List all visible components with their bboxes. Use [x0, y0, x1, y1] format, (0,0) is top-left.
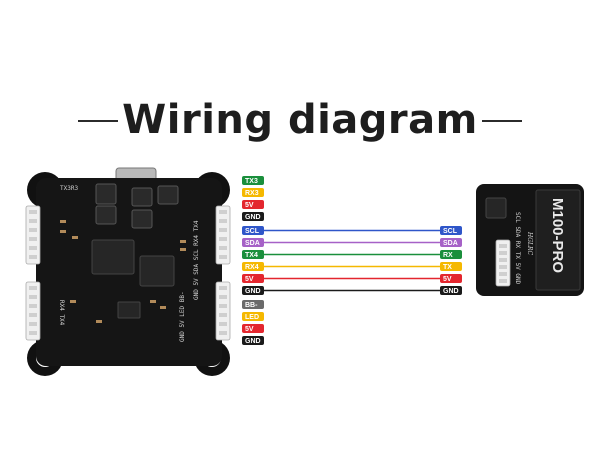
gps-chip [485, 197, 507, 219]
gps-pad-rx: RX [440, 250, 462, 259]
gps-brand: HGLRC [526, 231, 533, 256]
gps-pad-scl-bg [440, 226, 462, 235]
fc-pad-bottom-led-bg [242, 312, 264, 321]
fc-pad-top-rx3-bg [242, 188, 264, 197]
gps-pad-scl-text: SCL [443, 228, 458, 235]
fc-pad-mid-gnd: GND [242, 286, 264, 295]
gps-pad-5v: 5V [440, 274, 462, 283]
fc-pad-top-gnd: GND [242, 212, 264, 221]
gps-pad-labels: SCL SDA RX TX 5V GND [440, 226, 462, 295]
silk-top: TX3R3 [60, 185, 78, 192]
fc-pad-bottom-5v: 5V [242, 324, 264, 333]
osd-chip [139, 255, 175, 287]
gps-pad-sda-bg [440, 238, 462, 247]
gps-module: M100-PRO HGLRC SCL SDA RX TX 5V GND [476, 184, 584, 296]
fc-pad-top-gnd-bg [242, 212, 264, 221]
flight-controller-board: TX3R3 RX4 TX4 GND 5V SDA SCL RX4 TX4 GND… [25, 167, 231, 376]
fc-pad-bottom-led-text: LED [245, 314, 259, 321]
fc-pad-mid-rx4-bg [242, 262, 264, 271]
fc-pad-mid-sda: SDA [242, 238, 264, 247]
title-block: Wiring diagram [0, 96, 600, 144]
mcu-chip [91, 239, 135, 275]
title-left-rule [78, 120, 118, 122]
gps-pad-scl: SCL [440, 226, 462, 235]
fc-pad-bottom-5v-bg [242, 324, 264, 333]
gps-pad-tx-text: TX [443, 264, 452, 271]
fc-pad-bottom-gnd-bg [242, 336, 264, 345]
gps-pad-sda-text: SDA [443, 240, 458, 247]
gps-pad-tx-bg [440, 262, 462, 271]
gps-pad-rx-bg [440, 250, 462, 259]
fc-pad-mid-sda-bg [242, 238, 264, 247]
fc-pad-top-tx3-bg [242, 176, 264, 185]
inductor-4 [157, 185, 179, 205]
fc-pad-mid-scl-text: SCL [245, 228, 260, 235]
fc-pad-top-tx3: TX3 [242, 176, 264, 185]
diagram-title: Wiring diagram [122, 97, 478, 143]
fc-pad-top-gnd-text: GND [245, 214, 261, 221]
small-chip [117, 301, 141, 319]
fc-pad-mid-scl-bg [242, 226, 264, 235]
fc-pad-mid-5v: 5V [242, 274, 264, 283]
wires [264, 229, 440, 292]
gps-antenna [535, 189, 581, 291]
gps-pad-tx: TX [440, 262, 462, 271]
fc-pad-bottom-bb-: BB- [242, 300, 264, 309]
title-right-rule [482, 120, 522, 122]
gps-pad-gnd: GND [440, 286, 462, 295]
fc-pad-mid-5v-bg [242, 274, 264, 283]
fc-pad-bottom-bb--bg [242, 300, 264, 309]
fc-pad-top-rx3-text: RX3 [245, 190, 259, 197]
fc-pad-top-5v-bg [242, 200, 264, 209]
gps-pad-sda: SDA [440, 238, 462, 247]
fc-pad-bottom-gnd: GND [242, 336, 264, 345]
fc-pad-mid-scl: SCL [242, 226, 264, 235]
fc-pad-mid-rx4-text: RX4 [245, 264, 259, 271]
silk-bottom: GND 5V LED BB- [179, 291, 186, 342]
gps-pad-5v-bg [440, 274, 462, 283]
gps-pin-silk: SCL SDA RX TX 5V GND [514, 212, 521, 285]
gps-pad-gnd-text: GND [443, 288, 459, 295]
fc-pad-mid-gnd-bg [242, 286, 264, 295]
gps-model-name: M100-PRO [549, 198, 566, 273]
gps-pad-rx-text: RX [443, 252, 453, 259]
fc-pad-top-5v: 5V [242, 200, 264, 209]
fc-pad-top-rx3: RX3 [242, 188, 264, 197]
inductor-1 [95, 183, 117, 205]
fc-pad-top-tx3-text: TX3 [245, 178, 258, 185]
inductor-3 [131, 187, 153, 207]
fc-pad-mid-tx4: TX4 [242, 250, 264, 259]
fc-pad-bottom-5v-text: 5V [245, 326, 254, 333]
fc-pad-bottom-bb--text: BB- [245, 302, 258, 309]
silk-left: RX4 TX4 [58, 300, 65, 326]
fc-pad-mid-rx4: RX4 [242, 262, 264, 271]
silk-right: GND 5V SDA SCL RX4 TX4 [193, 220, 200, 300]
fc-pad-bottom-gnd-text: GND [245, 338, 261, 345]
fc-pad-mid-tx4-bg [242, 250, 264, 259]
inductor-5 [131, 209, 153, 229]
fc-pad-bottom-led: LED [242, 312, 264, 321]
fc-pad-mid-gnd-text: GND [245, 288, 261, 295]
gps-pad-5v-text: 5V [443, 276, 452, 283]
fc-pad-top-5v-text: 5V [245, 202, 254, 209]
fc-pad-mid-5v-text: 5V [245, 276, 254, 283]
fc-pad-mid-tx4-text: TX4 [245, 252, 258, 259]
gps-pad-gnd-bg [440, 286, 462, 295]
fc-pad-mid-sda-text: SDA [245, 240, 260, 247]
inductor-2 [95, 205, 117, 225]
